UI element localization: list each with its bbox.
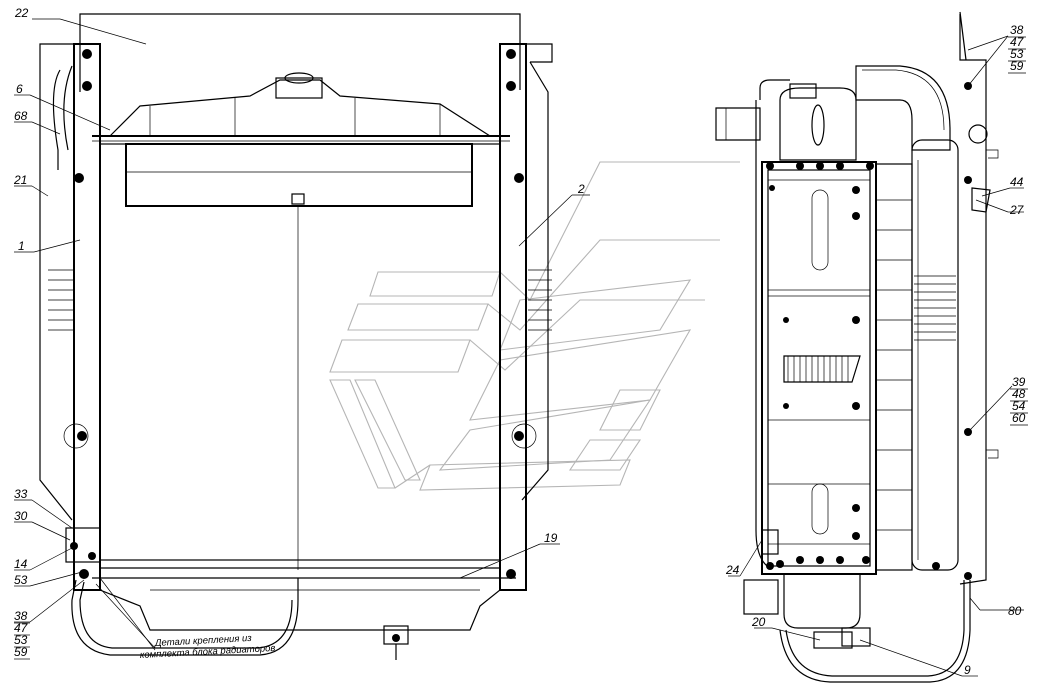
- label-9: 9: [964, 663, 971, 677]
- label-47: 47: [14, 621, 29, 635]
- side-bolts: [766, 82, 972, 580]
- part-labels: 22 6 68 21 1 2 33 30 14 53 38 47 53 59 1…: [13, 6, 1028, 677]
- label-59: 59: [14, 645, 28, 659]
- label-48: 48: [1012, 387, 1026, 401]
- inlet-pipe: [715, 107, 761, 141]
- note-line-1: Детали крепления из: [154, 633, 253, 649]
- hood-frame: [125, 143, 473, 207]
- label-21: 21: [13, 173, 27, 187]
- label-38: 38: [1010, 23, 1024, 37]
- shroud-right: [526, 43, 553, 63]
- label-1: 1: [18, 239, 25, 253]
- lower-tank-side: [783, 573, 861, 629]
- label-22: 22: [14, 6, 29, 20]
- drain-tube: [71, 578, 299, 656]
- label-53: 53: [1010, 47, 1024, 61]
- label-39: 39: [1012, 375, 1026, 389]
- side-radiator-core: [761, 161, 877, 575]
- label-27: 27: [1009, 203, 1025, 217]
- shroud-left: [39, 43, 82, 521]
- front-view: [39, 13, 553, 660]
- top-tank: [109, 79, 491, 137]
- label-14: 14: [14, 557, 28, 571]
- watermark-logo: [329, 161, 740, 491]
- label-53: 53: [14, 573, 28, 587]
- label-6: 6: [16, 82, 23, 96]
- label-60: 60: [1012, 411, 1026, 425]
- rear-duct: [911, 139, 959, 571]
- side-view: [715, 11, 999, 683]
- label-53: 53: [14, 633, 28, 647]
- label-30: 30: [14, 509, 28, 523]
- label-80: 80: [1008, 604, 1022, 618]
- label-20: 20: [751, 615, 766, 629]
- label-68: 68: [14, 109, 28, 123]
- shroud-top-plate: [79, 13, 521, 92]
- label-19: 19: [544, 531, 558, 545]
- label-24: 24: [725, 563, 740, 577]
- grille: [783, 355, 861, 383]
- label-59: 59: [1010, 59, 1024, 73]
- leader-lines: [14, 18, 1024, 677]
- bracket-left: [73, 43, 101, 591]
- label-33: 33: [14, 487, 28, 501]
- label-2: 2: [577, 182, 585, 196]
- label-38: 38: [14, 609, 28, 623]
- bottom-tank: [99, 567, 501, 631]
- label-44: 44: [1010, 175, 1024, 189]
- upper-hose: [855, 65, 951, 151]
- label-47: 47: [1010, 35, 1025, 49]
- label-54: 54: [1012, 399, 1026, 413]
